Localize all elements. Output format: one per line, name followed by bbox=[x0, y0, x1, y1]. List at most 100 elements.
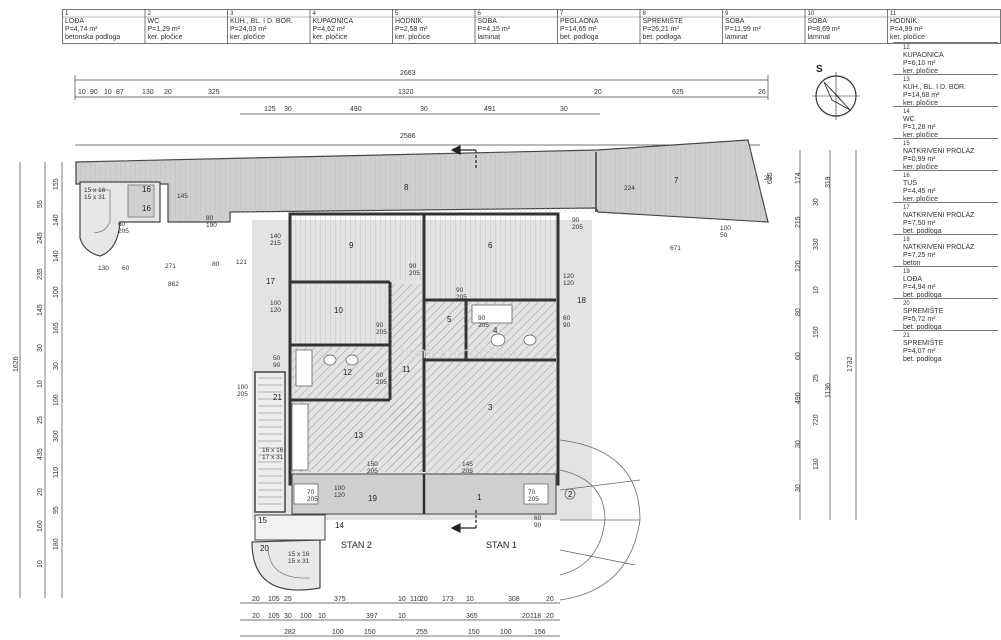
room-10-floor bbox=[292, 284, 388, 343]
interior-dim-d90_205b-1: 205 bbox=[456, 294, 467, 301]
dim-bot-1-9: 308 bbox=[508, 596, 520, 603]
dim-bot-1-7: 173 bbox=[442, 596, 454, 603]
side-area: P=7,25 m² bbox=[903, 252, 936, 259]
interior-dim-d121: 121 bbox=[236, 259, 247, 266]
side-name: KUH., BL. I D. BOR. bbox=[903, 84, 967, 91]
schedule-area: P=1,29 m² bbox=[147, 26, 181, 33]
dim-top-2-10: 26 bbox=[758, 89, 766, 96]
interior-dim-d145: 145 bbox=[177, 193, 188, 200]
interior-dim-d100_120b-0: 100 bbox=[334, 485, 345, 492]
unit-label-left: STAN 2 bbox=[341, 540, 372, 550]
interior-dim-d100_205-1: 205 bbox=[237, 391, 248, 398]
schedule-floor: ker. pločice bbox=[312, 34, 348, 41]
side-schedule-rule bbox=[893, 298, 998, 299]
room-number-r3: 3 bbox=[488, 403, 493, 412]
room-number-r7: 7 bbox=[674, 176, 679, 185]
schedule-floor: laminat bbox=[807, 34, 831, 41]
schedule-num: 6 bbox=[477, 11, 481, 17]
side-area: P=4,07 m² bbox=[903, 348, 936, 355]
side-name: TUŠ bbox=[903, 180, 917, 187]
side-num: 13 bbox=[903, 77, 910, 83]
dim-left-21: 10 bbox=[37, 560, 44, 568]
dim-bot-3-1: 100 bbox=[332, 629, 344, 636]
dim-bot-3-2: 150 bbox=[364, 629, 376, 636]
interior-dim-d90_205a-1: 205 bbox=[409, 270, 420, 277]
dim-left-15: 435 bbox=[37, 448, 44, 460]
interior-dim-d60: 60 bbox=[122, 265, 130, 272]
interior-dim-d60_90-0: 60 bbox=[563, 315, 571, 322]
schedule-floor: ker. pločice bbox=[395, 34, 431, 41]
room-number-r20: 20 bbox=[260, 544, 269, 553]
dim-bot-2-2: 30 bbox=[284, 613, 292, 620]
room-number-r15: 15 bbox=[258, 516, 267, 525]
interior-dim-d862: 862 bbox=[168, 281, 179, 288]
side-area: P=7,50 m² bbox=[903, 220, 936, 227]
schedule-num: 11 bbox=[890, 11, 897, 17]
schedule-num: 1 bbox=[65, 11, 69, 17]
schedule-floor: laminat bbox=[477, 34, 501, 41]
interior-dim-d60_205-0: 60 bbox=[118, 221, 126, 228]
interior-dim-d100_205-0: 100 bbox=[237, 384, 248, 391]
schedule-num: 10 bbox=[807, 11, 815, 17]
schedule-area: P=4,62 m² bbox=[312, 26, 346, 33]
top-dimension-lines bbox=[74, 75, 769, 146]
left-dimension-text: 1626155551402451402351001451653030101002… bbox=[13, 178, 60, 568]
room-number-r16a: 16 bbox=[142, 185, 151, 194]
side-schedule-rule bbox=[893, 74, 998, 75]
interior-dimension-labels: 2242014580190602051402151001205090100205… bbox=[84, 175, 772, 565]
side-schedule-rule bbox=[893, 330, 998, 331]
dim-left-16: 110 bbox=[53, 467, 60, 478]
right-spiral-stair bbox=[559, 439, 641, 601]
schedule-name: SOBA bbox=[725, 18, 745, 25]
room-number-r6: 6 bbox=[488, 241, 493, 250]
side-schedule-rule bbox=[893, 170, 998, 171]
schedule-floor: bet. podloga bbox=[642, 34, 682, 41]
side-name: LOĐA bbox=[903, 276, 923, 283]
dim-top-3-2: 490 bbox=[350, 106, 362, 113]
schedule-area: P=14,65 m² bbox=[560, 26, 597, 33]
room-9-floor bbox=[292, 216, 422, 280]
right-dimension-lines bbox=[799, 150, 857, 520]
dim-left-5: 235 bbox=[37, 268, 44, 280]
schedule-name: SOBA bbox=[807, 18, 827, 25]
dim-left-1: 55 bbox=[37, 200, 44, 208]
dim-right-outer: 1732 bbox=[847, 356, 854, 372]
dim-left-18: 95 bbox=[53, 506, 60, 514]
dim-bot-2-3: 100 bbox=[300, 613, 312, 620]
side-floor: bet. podloga bbox=[903, 228, 942, 235]
dim-bot-3-6: 156 bbox=[534, 629, 546, 636]
interior-dim-d90_205d-0: 90 bbox=[478, 315, 486, 322]
schedule-floor: bet. podloga bbox=[560, 34, 599, 41]
room-number-r13: 13 bbox=[354, 431, 363, 440]
side-schedule-rule bbox=[893, 138, 998, 139]
side-floor: bet. podloga bbox=[903, 292, 942, 299]
room-number-r16b: 16 bbox=[142, 204, 151, 213]
interior-dim-stairs1-1: 15 x 31 bbox=[84, 194, 106, 201]
dim-top-2-9: 625 bbox=[672, 89, 684, 96]
schedule-area: P=8,69 m² bbox=[807, 26, 841, 33]
bottom-dimension-lines bbox=[240, 602, 560, 637]
room-number-r17: 17 bbox=[266, 277, 275, 286]
interior-dim-d145_205-1: 205 bbox=[462, 468, 473, 475]
interior-dim-d80_190-1: 190 bbox=[206, 222, 217, 229]
interior-dim-d145_205-0: 145 bbox=[462, 461, 473, 468]
dim-top-3-1: 30 bbox=[284, 106, 292, 113]
side-name: NATKRIVENI PROLAZ bbox=[903, 244, 975, 251]
dim-left-20: 180 bbox=[53, 538, 60, 550]
side-area: P=4,94 m² bbox=[903, 284, 936, 291]
side-schedule-rule bbox=[893, 234, 998, 235]
side-name: NATKRIVENI PROLAZ bbox=[903, 148, 975, 155]
side-area: P=14,68 m² bbox=[903, 92, 940, 99]
side-schedule-rule bbox=[893, 106, 998, 107]
side-schedule-rule bbox=[893, 202, 998, 203]
schedule-name: PEGLAONA bbox=[560, 18, 599, 25]
dim-bot-3-3: 255 bbox=[416, 629, 428, 636]
side-schedule-rule bbox=[893, 42, 998, 43]
